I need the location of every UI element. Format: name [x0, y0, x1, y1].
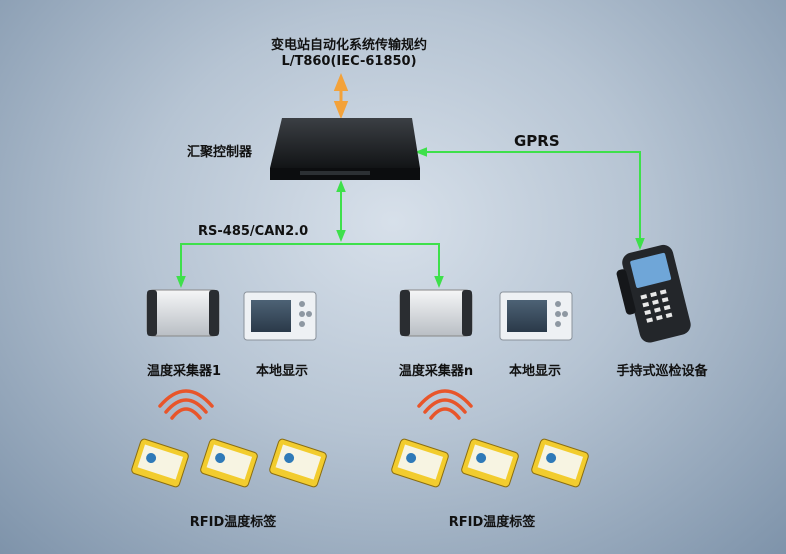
bus-line	[176, 243, 444, 288]
rfid-tags-n	[391, 438, 589, 488]
collector-n-label: 温度采集器n	[398, 364, 474, 379]
local-display-n-label: 本地显示	[508, 364, 562, 379]
rfid-tags-1	[131, 438, 327, 488]
rfid-tag	[131, 438, 189, 488]
collector-1-label: 温度采集器1	[146, 364, 222, 379]
collector-1-device	[146, 289, 220, 337]
rf-wave-icon-n	[417, 389, 473, 420]
rfid-tag	[461, 438, 519, 488]
gprs-label: GPRS	[514, 132, 560, 150]
rfid-tags-n-label: RFID温度标签	[448, 515, 536, 530]
rfid-tag	[391, 438, 449, 488]
local-display-1-device	[243, 291, 317, 341]
collector-n-device	[399, 289, 473, 337]
controller-label: 汇聚控制器	[187, 145, 253, 160]
handheld-device	[616, 244, 691, 343]
rf-wave-icon-1	[158, 389, 214, 420]
bus-label: RS-485/CAN2.0	[198, 224, 309, 239]
local-display-n-device	[499, 291, 573, 341]
rfid-tag	[269, 438, 327, 488]
rfid-tags-1-label: RFID温度标签	[189, 515, 277, 530]
rfid-tag	[531, 438, 589, 488]
rfid-tag	[200, 438, 258, 488]
protocol-label: 变电站自动化系统传输规约	[270, 38, 428, 53]
handheld-label: 手持式巡检设备	[616, 364, 708, 379]
green-links	[176, 147, 645, 288]
local-display-1-label: 本地显示	[255, 364, 309, 379]
protocol-standard-label: L/T860(IEC-61850)	[281, 54, 417, 69]
gprs-link	[415, 147, 645, 250]
controller-device	[270, 118, 420, 180]
